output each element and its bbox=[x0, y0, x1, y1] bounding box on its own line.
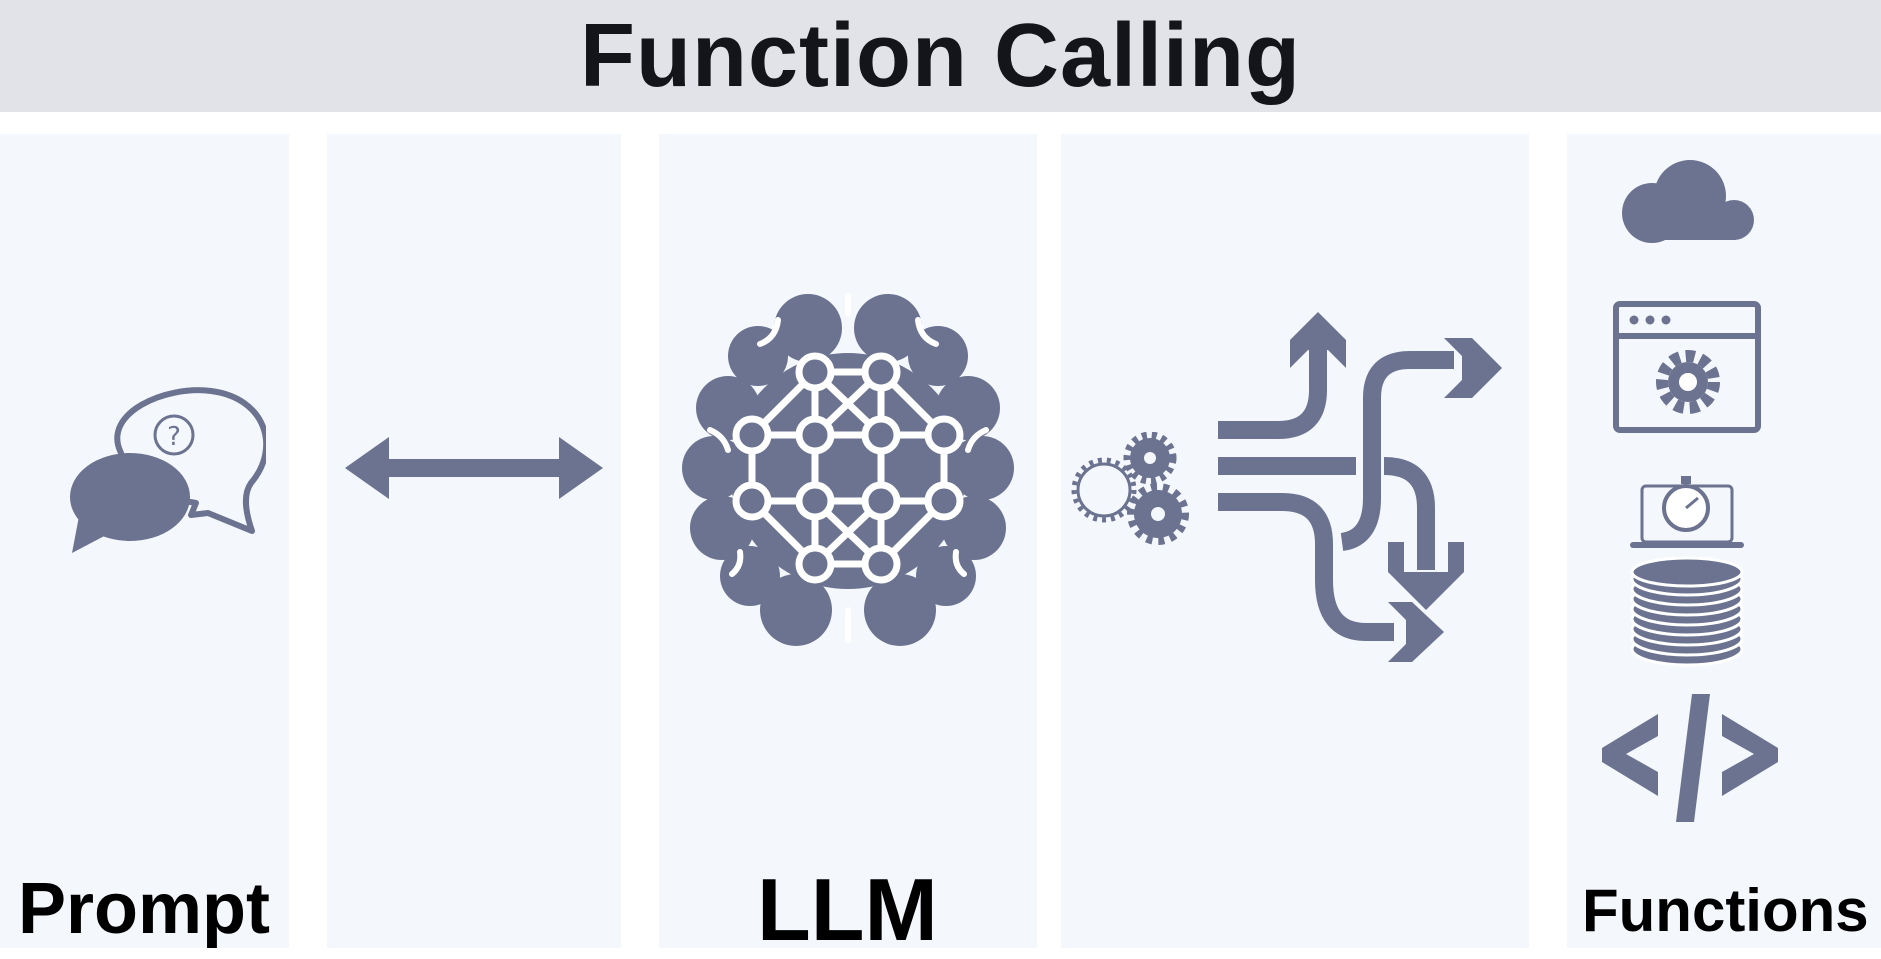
gears-icon bbox=[1068, 432, 1192, 546]
title-bar: Function Calling bbox=[0, 0, 1881, 112]
laptop-stopwatch-icon bbox=[1628, 470, 1746, 550]
chat-bubbles-question-icon: ? bbox=[66, 383, 266, 561]
neural-network-brain-icon bbox=[680, 290, 1016, 652]
prompt-panel bbox=[0, 134, 289, 948]
routing-panel bbox=[1061, 134, 1529, 948]
database-icon bbox=[1630, 555, 1744, 669]
cloud-icon bbox=[1616, 158, 1756, 244]
diagram-title: Function Calling bbox=[580, 6, 1301, 106]
browser-settings-icon bbox=[1612, 300, 1762, 434]
code-tags-icon bbox=[1600, 692, 1780, 824]
llm-label: LLM bbox=[757, 860, 938, 959]
functions-label: Functions bbox=[1582, 877, 1869, 944]
double-arrow-icon bbox=[343, 435, 605, 501]
branching-arrows-icon bbox=[1214, 310, 1514, 666]
svg-text:?: ? bbox=[167, 422, 181, 452]
connector-panel bbox=[327, 134, 621, 948]
prompt-label: Prompt bbox=[18, 869, 270, 949]
